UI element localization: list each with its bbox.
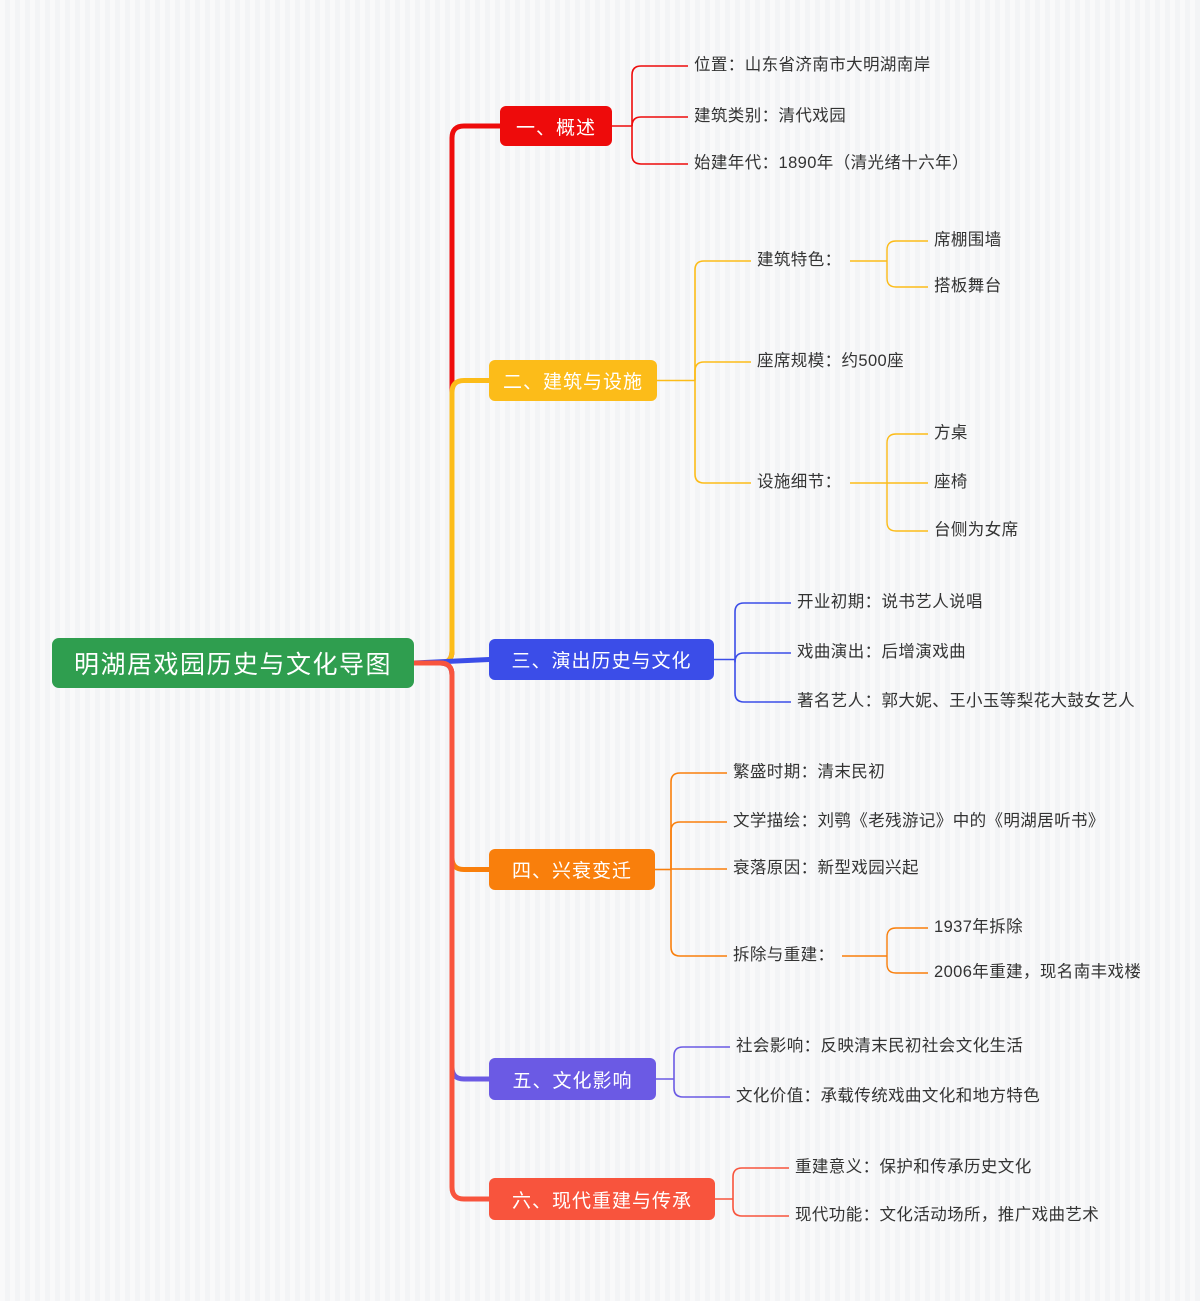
connector: [886, 240, 928, 261]
leaf-2-3-3-label: 台侧为女席: [934, 521, 1019, 539]
leaf-2-1-2-label: 搭板舞台: [934, 277, 1002, 295]
connector: [411, 657, 492, 666]
branch-node-1-label: 一、概述: [515, 117, 596, 139]
leaf-3-1-label: 开业初期：说书艺人说唱: [797, 593, 983, 611]
leaf-3-3[interactable]: 著名艺人：郭大妮、王小玉等梨花大鼓女艺人: [797, 693, 1135, 710]
leaf-2-3-1-label: 方桌: [934, 424, 968, 442]
connector: [673, 1079, 730, 1098]
root-node-label: 明湖居戏园历史与文化导图: [73, 651, 392, 679]
leaf-4-1[interactable]: 繁盛时期：清末民初: [733, 764, 885, 781]
leaf-4-4-2-label: 2006年重建，现名南丰戏楼: [934, 963, 1142, 981]
leaf-2-1-2[interactable]: 搭板舞台: [934, 278, 1002, 295]
branch-node-4-label: 四、兴衰变迁: [511, 861, 632, 882]
leaf-1-3-label: 始建年代：1890年（清光绪十六年）: [694, 154, 969, 172]
branch-node-3[interactable]: 三、演出历史与文化: [489, 639, 714, 680]
leaf-3-2[interactable]: 戏曲演出：后增演戏曲: [797, 644, 966, 661]
connector: [670, 821, 727, 870]
leaf-6-2-label: 现代功能：文化活动场所，推广戏曲艺术: [795, 1206, 1100, 1224]
branch-node-5[interactable]: 五、文化影响: [489, 1058, 656, 1100]
leaf-1-2[interactable]: 建筑类别：清代戏园: [694, 108, 846, 125]
branch-node-6[interactable]: 六、现代重建与传承: [489, 1178, 715, 1220]
connector: [631, 116, 688, 127]
leaf-6-1[interactable]: 重建意义：保护和传承历史文化: [795, 1159, 1032, 1176]
connector: [694, 260, 751, 381]
leaf-2-3-label: 设施细节：: [757, 473, 842, 491]
leaf-2-3-3[interactable]: 台侧为女席: [934, 522, 1019, 539]
branch-node-4[interactable]: 四、兴衰变迁: [489, 849, 655, 890]
leaf-4-3[interactable]: 衰落原因：新型戏园兴起: [733, 860, 919, 877]
leaf-3-3-label: 著名艺人：郭大妮、王小玉等梨花大鼓女艺人: [797, 692, 1135, 710]
root-node[interactable]: 明湖居戏园历史与文化导图: [52, 638, 414, 688]
connector: [411, 123, 503, 666]
branch-node-5-label: 五、文化影响: [512, 1070, 633, 1092]
branch-node-6-label: 六、现代重建与传承: [511, 1190, 692, 1212]
leaf-1-3[interactable]: 始建年代：1890年（清光绪十六年）: [694, 155, 969, 172]
leaf-4-1-label: 繁盛时期：清末民初: [733, 763, 886, 781]
connector: [411, 660, 492, 1082]
connector: [631, 65, 688, 126]
leaf-5-2-label: 文化价值：承载传统戏曲文化和地方特色: [736, 1087, 1041, 1105]
leaf-4-3-label: 衰落原因：新型戏园兴起: [733, 859, 919, 877]
leaf-1-1-label: 位置：山东省济南市大明湖南岸: [694, 56, 931, 74]
connector: [886, 433, 928, 483]
leaf-2-1-label: 建筑特色：: [757, 251, 842, 269]
leaf-4-4[interactable]: 拆除与重建：: [733, 947, 834, 964]
connector: [631, 126, 688, 165]
connector: [734, 652, 791, 663]
connector: [411, 378, 492, 666]
connector: [886, 261, 928, 288]
leaf-2-3[interactable]: 设施细节：: [757, 474, 842, 491]
leaf-1-2-label: 建筑类别：清代戏园: [694, 107, 847, 125]
leaf-3-1[interactable]: 开业初期：说书艺人说唱: [797, 594, 983, 611]
connector: [886, 483, 928, 532]
branch-node-1[interactable]: 一、概述: [500, 106, 612, 146]
connector: [886, 927, 928, 956]
connector: [886, 956, 928, 974]
connector: [673, 1046, 730, 1079]
connector: [411, 660, 492, 872]
connector: [734, 602, 791, 660]
leaf-2-3-2-label: 座椅: [934, 473, 968, 491]
leaf-2-1-1-label: 席棚围墙: [934, 231, 1002, 249]
leaf-2-2[interactable]: 座席规模：约500座: [757, 353, 904, 370]
branch-node-2[interactable]: 二、建筑与设施: [489, 360, 657, 401]
leaf-5-1-label: 社会影响：反映清末民初社会文化生活: [736, 1037, 1024, 1055]
leaf-2-1[interactable]: 建筑特色：: [757, 252, 842, 269]
leaf-2-2-label: 座席规模：约500座: [757, 352, 905, 370]
connector: [670, 772, 727, 870]
connector: [734, 659, 791, 703]
leaf-6-2[interactable]: 现代功能：文化活动场所，推广戏曲艺术: [795, 1207, 1099, 1224]
leaf-1-1[interactable]: 位置：山东省济南市大明湖南岸: [694, 57, 931, 74]
leaf-6-1-label: 重建意义：保护和传承历史文化: [795, 1158, 1032, 1176]
leaf-4-2[interactable]: 文学描绘：刘鹗《老残游记》中的《明湖居听书》: [733, 813, 1105, 830]
leaf-5-2[interactable]: 文化价值：承载传统戏曲文化和地方特色: [736, 1088, 1040, 1105]
leaf-4-4-1[interactable]: 1937年拆除: [934, 919, 1023, 936]
leaf-5-1[interactable]: 社会影响：反映清末民初社会文化生活: [736, 1038, 1023, 1055]
connector: [670, 869, 727, 957]
leaf-2-3-2[interactable]: 座椅: [934, 474, 968, 491]
branch-node-2-label: 二、建筑与设施: [502, 372, 643, 393]
leaf-2-3-1[interactable]: 方桌: [934, 425, 968, 442]
leaf-4-2-label: 文学描绘：刘鹗《老残游记》中的《明湖居听书》: [733, 812, 1105, 830]
connector: [694, 380, 751, 484]
leaf-4-4-label: 拆除与重建：: [733, 946, 835, 964]
leaf-4-4-2[interactable]: 2006年重建，现名南丰戏楼: [934, 964, 1141, 981]
connector: [411, 660, 492, 1202]
branch-node-3-label: 三、演出历史与文化: [511, 651, 692, 672]
connector: [732, 1167, 789, 1199]
leaf-4-4-1-label: 1937年拆除: [934, 918, 1024, 936]
leaf-3-2-label: 戏曲演出：后增演戏曲: [797, 643, 966, 661]
connector: [694, 361, 751, 381]
connector: [732, 1199, 789, 1217]
leaf-2-1-1[interactable]: 席棚围墙: [934, 232, 1002, 249]
